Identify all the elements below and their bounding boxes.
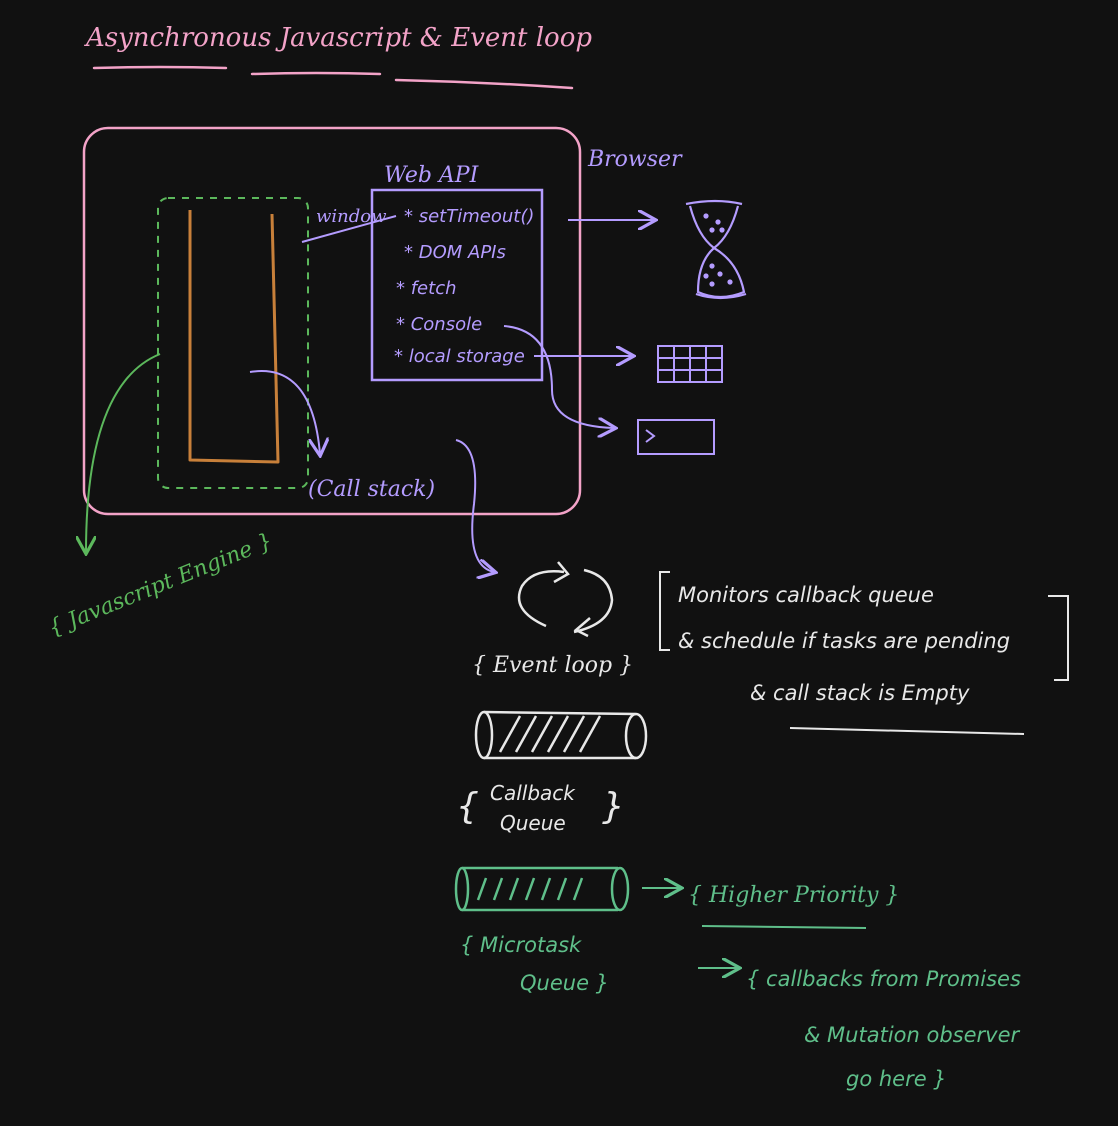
browser-box xyxy=(82,126,582,516)
window-link xyxy=(301,215,397,243)
console-arrow xyxy=(503,325,614,428)
call-stack-arrow xyxy=(249,370,320,454)
js-engine-label: { Javascript Engine } xyxy=(45,529,276,642)
event-loop-note: Monitors callback queue & schedule if ta… xyxy=(678,583,1010,705)
callback-queue-label-line-1: Callback xyxy=(490,781,576,805)
browser-label: Browser xyxy=(587,147,683,172)
web-api-item-localstorage: * local storage xyxy=(394,346,525,367)
js-engine-box xyxy=(157,197,309,489)
microtask-queue-icon xyxy=(454,866,630,912)
event-loop-note-underline xyxy=(789,727,1025,735)
callback-queue-icon xyxy=(474,710,648,760)
web-api-list: * setTimeout() * DOM APIs * fetch * Cons… xyxy=(394,206,534,367)
promises-note-line-2: & Mutation observer xyxy=(804,1023,1021,1047)
web-api-title: Web API xyxy=(384,163,480,188)
event-loop-arrow xyxy=(455,439,494,572)
event-loop-label: { Event loop } xyxy=(472,653,633,678)
note-bracket-left xyxy=(659,571,670,651)
web-api-item-dom: * DOM APIs xyxy=(404,242,506,263)
microtask-queue-label: { Microtask Queue } xyxy=(460,933,609,995)
storage-grid-icon xyxy=(657,345,723,383)
promises-note-line-1: { callbacks from Promises xyxy=(746,967,1021,991)
js-engine-arrow xyxy=(86,353,161,552)
window-label: window xyxy=(316,206,387,227)
web-api-item-settimeout: * setTimeout() xyxy=(404,206,534,227)
event-loop-note-line-1: Monitors callback queue xyxy=(678,583,934,607)
title-underlines xyxy=(92,65,574,90)
console-terminal-icon xyxy=(637,419,715,455)
page-title: Asynchronous Javascript & Event loop xyxy=(84,23,592,53)
hourglass-icon xyxy=(685,199,747,300)
web-api-box xyxy=(370,188,544,382)
callback-queue-label-line-2: Queue xyxy=(500,811,566,835)
event-loop-icon xyxy=(517,561,614,638)
microtask-queue-label-line-2: Queue } xyxy=(520,971,609,995)
microtask-queue-label-line-1: { Microtask xyxy=(460,933,582,957)
promises-note-line-3: go here } xyxy=(846,1067,947,1091)
priority-note: { Higher Priority } xyxy=(688,883,899,908)
callback-queue-label: { Callback Queue } xyxy=(456,781,625,835)
web-api-item-console: * Console xyxy=(396,314,482,335)
priority-underline xyxy=(701,925,867,929)
note-bracket-right xyxy=(1048,595,1069,681)
call-stack-label: (Call stack) xyxy=(308,477,435,502)
promises-note: { callbacks from Promises & Mutation obs… xyxy=(746,967,1021,1091)
callback-queue-brace-right: } xyxy=(602,786,625,827)
callback-queue-brace-left: { xyxy=(456,786,479,827)
call-stack-container xyxy=(188,210,280,464)
web-api-item-fetch: * fetch xyxy=(396,278,457,299)
event-loop-note-line-2: & schedule if tasks are pending xyxy=(678,629,1010,653)
event-loop-note-line-3: & call stack is Empty xyxy=(750,681,970,705)
